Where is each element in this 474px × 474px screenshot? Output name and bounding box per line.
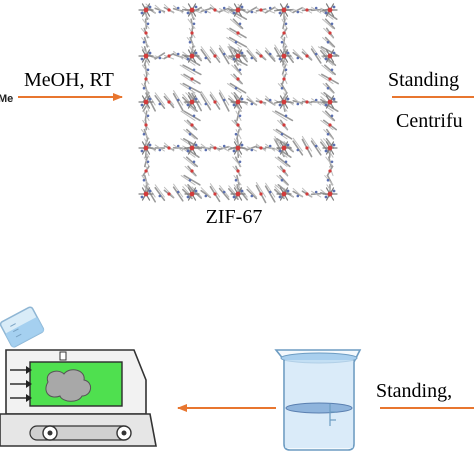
spin-coater-device-icon xyxy=(0,349,157,447)
zif-67-framework-icon xyxy=(138,3,340,204)
step1-label: MeOH, RT xyxy=(24,69,114,91)
step3-label: Standing, xyxy=(376,380,452,402)
step2-bottom-label: Centrifu xyxy=(396,110,463,132)
me-fragment-label: Me xyxy=(0,93,13,105)
step2-top-label: Standing xyxy=(388,69,459,91)
product-label: ZIF-67 xyxy=(206,206,263,228)
pouring-beaker-icon xyxy=(0,306,45,348)
beaker-icon xyxy=(274,349,362,451)
